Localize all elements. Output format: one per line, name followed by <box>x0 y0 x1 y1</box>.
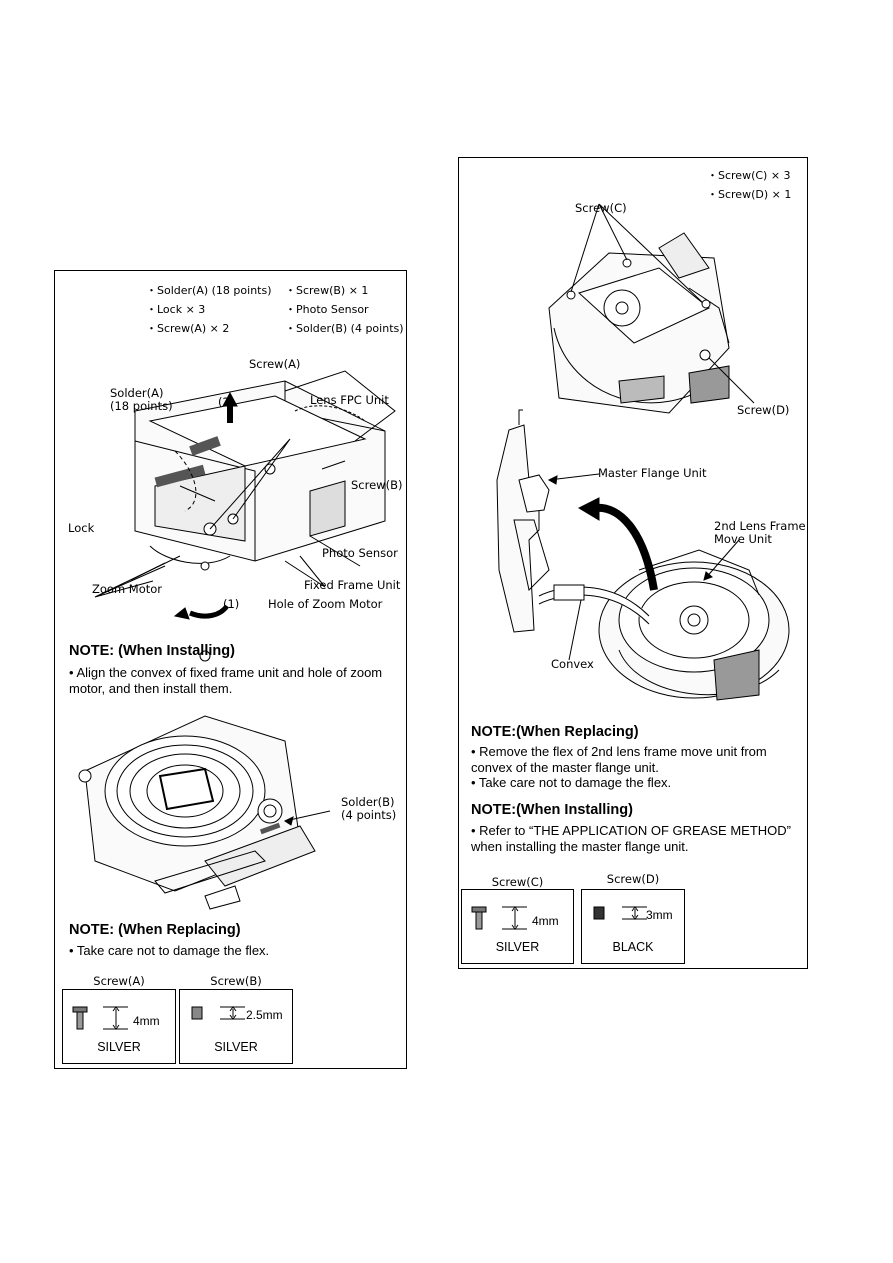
label-convex: Convex <box>551 657 594 671</box>
screw-d-color: BLACK <box>612 940 654 954</box>
screw-a-size: 4mm <box>133 1014 160 1028</box>
screw-c-name: Screw(C) <box>491 875 544 889</box>
master-flange-removal-figure <box>496 409 790 701</box>
screw-d-icon <box>593 906 647 920</box>
note-replacing-heading: NOTE: (When Replacing) <box>69 922 241 938</box>
label-solder-a-line1: Solder(A) <box>110 386 164 400</box>
parts-list-col2: ・Screw(B) × 1 ・Photo Sensor ・Solder(B) (… <box>285 281 404 338</box>
label-solder-b: Solder(B) (4 points) <box>341 796 396 822</box>
label-lock: Lock <box>68 521 95 535</box>
label-photo-sensor: Photo Sensor <box>322 546 398 560</box>
label-solder-b-line1: Solder(B) <box>341 795 395 809</box>
note-replacing-bullet1: • Remove the flex of 2nd lens frame move… <box>471 744 767 775</box>
screw-a-icon <box>72 1006 128 1030</box>
label-hole-of-zoom-motor: Hole of Zoom Motor <box>268 597 383 611</box>
note-installing-heading: NOTE:(When Installing) <box>471 802 633 818</box>
screw-a-spec-box: 4mm SILVER <box>62 989 176 1064</box>
screw-c-spec-box: 4mm SILVER <box>461 889 574 964</box>
label-master-flange-unit: Master Flange Unit <box>598 466 707 480</box>
note-replacing-body: • Take care not to damage the flex. <box>69 943 270 958</box>
screw-b-name: Screw(B) <box>210 974 262 988</box>
right-procedure-panel: ・Screw(C) × 3 ・Screw(D) × 1 Screw(C) Scr… <box>458 157 808 969</box>
parts-item: ・Lock × 3 <box>146 303 206 316</box>
screw-c-icon <box>471 906 527 930</box>
label-screw-d: Screw(D) <box>737 403 790 417</box>
parts-item: ・Screw(A) × 2 <box>146 322 230 335</box>
note-installing-heading: NOTE: (When Installing) <box>69 643 235 659</box>
label-step-2: (2) <box>218 395 235 409</box>
note-installing-body: • Refer to “THE APPLICATION OF GREASE ME… <box>471 823 791 854</box>
note-installing-body: • Align the convex of fixed frame unit a… <box>69 665 383 696</box>
screw-a-color: SILVER <box>97 1040 141 1054</box>
screw-c-size: 4mm <box>532 914 559 928</box>
label-fixed-frame-unit: Fixed Frame Unit <box>304 578 401 592</box>
note-replacing-bullet2: • Take care not to damage the flex. <box>471 775 672 790</box>
label-solder-a-line2: (18 points) <box>110 399 173 413</box>
label-zoom-motor: Zoom Motor <box>92 582 163 596</box>
parts-list-col1: ・Solder(A) (18 points) ・Lock × 3 ・Screw(… <box>146 281 272 338</box>
label-screw-c: Screw(C) <box>575 201 627 215</box>
label-2nd-lens-line2: Move Unit <box>714 532 772 546</box>
label-solder-a: Solder(A) (18 points) <box>110 387 173 413</box>
parts-item: ・Screw(C) × 3 <box>707 169 791 182</box>
master-flange-top-figure <box>548 203 755 414</box>
label-screw-b: Screw(B) <box>351 478 403 492</box>
label-screw-a: Screw(A) <box>249 357 301 371</box>
label-solder-b-line2: (4 points) <box>341 808 397 822</box>
screw-b-size: 2.5mm <box>246 1008 283 1022</box>
parts-item: ・Photo Sensor <box>285 303 369 316</box>
screw-b-color: SILVER <box>214 1040 258 1054</box>
parts-item: ・Solder(B) (4 points) <box>285 322 404 335</box>
lens-unit-front-figure <box>78 715 331 910</box>
screw-d-name: Screw(D) <box>606 872 660 886</box>
screw-d-size: 3mm <box>646 908 673 922</box>
right-parts-list: ・Screw(C) × 3 ・Screw(D) × 1 <box>707 166 791 204</box>
label-lens-fpc-unit: Lens FPC Unit <box>310 393 389 407</box>
screw-d-spec-box: 3mm BLACK <box>581 889 685 964</box>
screw-b-spec-box: 2.5mm SILVER <box>179 989 293 1064</box>
lens-unit-figure <box>94 370 396 662</box>
label-2nd-lens-frame-move-unit: 2nd Lens Frame Move Unit <box>714 520 806 546</box>
left-procedure-panel: ・Solder(A) (18 points) ・Lock × 3 ・Screw(… <box>54 270 407 1069</box>
label-step-1: (1) <box>223 597 240 611</box>
parts-item: ・Screw(B) × 1 <box>285 284 369 297</box>
note-replacing-heading: NOTE:(When Replacing) <box>471 724 639 740</box>
label-2nd-lens-line1: 2nd Lens Frame <box>714 519 806 533</box>
parts-item: ・Screw(D) × 1 <box>707 188 792 201</box>
screw-c-color: SILVER <box>495 940 540 954</box>
screw-b-icon <box>191 1006 245 1020</box>
parts-item: ・Solder(A) (18 points) <box>146 284 272 297</box>
screw-a-name: Screw(A) <box>93 974 145 988</box>
